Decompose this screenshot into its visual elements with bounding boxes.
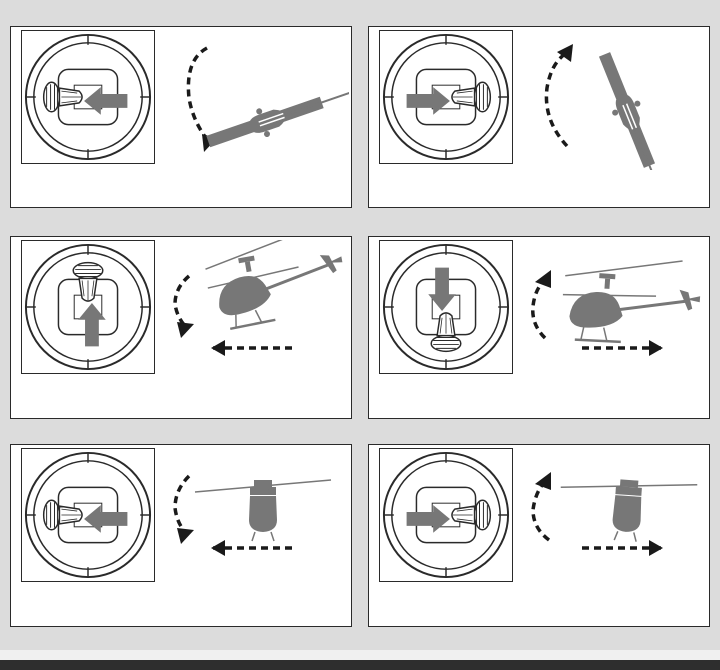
stick-diagram [21,30,155,164]
stick-diagram [379,240,513,374]
control-panel-aileron-right [368,444,710,627]
control-panel-aileron-left [10,444,352,627]
helicopter-top-view [591,49,678,170]
helicopter-illustration [519,30,707,170]
helicopter-illustration [161,30,349,170]
control-stick-icon [452,500,490,530]
control-panel-rudder-right [368,26,710,208]
helicopter-illustration [519,240,707,380]
curved-dashed-arrow-icon [546,54,567,146]
curved-dashed-arrow-icon [175,276,189,328]
control-stick-icon [44,500,82,530]
control-stick-icon [44,82,82,112]
control-panel-elevator-back [368,236,710,419]
helicopter-rear-view [195,480,331,541]
control-panel-elevator-forward [10,236,352,419]
helicopter-rear-view [557,475,697,545]
stick-diagram [21,240,155,374]
helicopter-top-view [203,76,349,156]
helicopter-illustration [161,240,349,380]
stick-diagram [379,448,513,582]
gray-direction-arrow-icon [407,505,450,533]
gray-direction-arrow-icon [84,505,127,533]
dashed-arrow-icon [211,540,297,556]
page-footer-strip [0,650,720,660]
helicopter-side-view [560,253,703,348]
control-stick-icon [452,82,490,112]
curved-dashed-arrow-icon [533,484,549,540]
gray-direction-arrow-icon [407,87,450,115]
stick-diagram [21,448,155,582]
helicopter-illustration [519,448,707,588]
curved-dashed-arrow-icon [533,282,545,338]
control-panel-rudder-left [10,26,352,208]
dashed-arrow-icon [577,540,663,556]
curved-dashed-arrow-icon [188,48,209,142]
page-footer-bar [0,660,720,670]
helicopter-side-view [201,240,349,331]
dashed-arrow-icon [211,340,297,356]
curved-dashed-arrow-icon [175,476,189,534]
helicopter-illustration [161,448,349,588]
stick-diagram [379,30,513,164]
gray-direction-arrow-icon [84,87,127,115]
